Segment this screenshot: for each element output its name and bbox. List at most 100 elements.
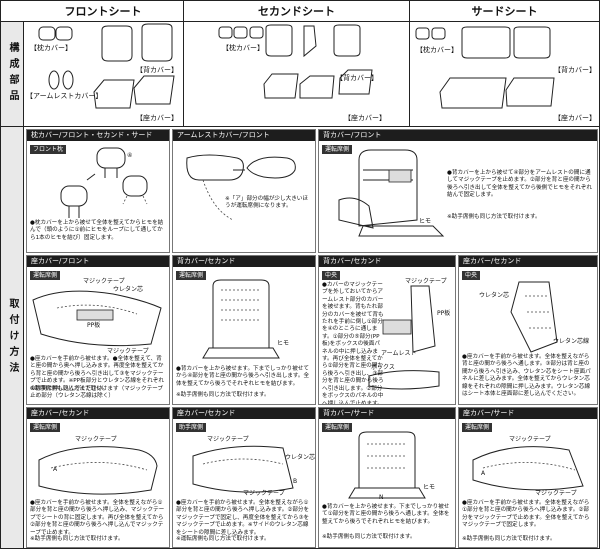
label-a: ④ bbox=[127, 152, 133, 159]
panel-armrest-cover: アームレストカバー/フロント ※「ア」部分の幅が少し大きいほうが運転席側になりま… bbox=[172, 129, 316, 253]
label-magic-tape-2: マジックテープ bbox=[535, 490, 577, 497]
second-headrest-label: 【枕カバー】 bbox=[222, 44, 264, 52]
panel-seat-cover-second-passenger: 座カバー/セカンド 助手席側 マジックテープ ウレタン芯 マジックテープ B ●… bbox=[172, 407, 316, 548]
label-magic-tape: マジックテープ bbox=[75, 436, 117, 443]
parts-third: 【枕カバー】 【背カバー】 【座カバー】 bbox=[410, 22, 599, 126]
panel-note-2: ※助手席側も同じ方法で取付けます。 bbox=[322, 534, 416, 540]
second-center-illustration bbox=[368, 285, 440, 390]
third-seat-illustration bbox=[472, 446, 584, 491]
label-magic-tape-2: マジックテープ bbox=[107, 348, 149, 355]
label-n: N bbox=[379, 494, 384, 501]
row-header-parts-text: 構成部品 bbox=[7, 42, 18, 106]
panel-note: ●枕カバーを上から被せて全体を整えてからヒモを結んで（頭のように①前にヒモをルー… bbox=[30, 220, 164, 241]
panel-tag: 運転席側 bbox=[30, 423, 61, 432]
parts-front: 【枕カバー】 【アームレストカバー】 【背カバー】 【座カバー】 bbox=[24, 22, 183, 126]
panel-back-cover-second: 背カバー/セカンド 運転席側 ヒモ ●背カバーを上から被せます。下までしっかり被… bbox=[172, 255, 316, 405]
panel-note: ●背カバーを上から被せます。下までしっかり被せてから④部分を背と座の間から後ろへ… bbox=[176, 366, 310, 387]
panel-title: 背カバー/フロント bbox=[319, 130, 597, 141]
label-hime: ヒモ bbox=[419, 218, 432, 225]
label-a: A bbox=[53, 466, 58, 473]
panel-note-2: ※運転席側も同じ方法で取付けます。 bbox=[176, 536, 270, 542]
second-passenger-seat-illustration bbox=[192, 445, 294, 493]
panel-tag: フロント枕 bbox=[30, 145, 67, 154]
panel-tag: 助手席側 bbox=[176, 423, 207, 432]
panel-seat-cover-second-center: 座カバー/セカンド 中央 ウレタン芯 ウレタン芯線 ●座カバーを手前から被せます… bbox=[458, 255, 598, 405]
panel-title: 座カバー/サード bbox=[459, 408, 597, 419]
third-back-label: 【背カバー】 bbox=[554, 66, 596, 74]
front-seat-illustration bbox=[32, 290, 162, 347]
panel-title: 座カバー/フロント bbox=[27, 256, 169, 267]
front-headrest-label: 【枕カバー】 bbox=[30, 44, 72, 52]
row-header-parts: 構成部品 bbox=[1, 22, 24, 126]
label-urethane: ウレタン芯 bbox=[113, 286, 144, 293]
label-pp: PP板 bbox=[437, 310, 451, 317]
panel-tag: 運転席側 bbox=[30, 271, 61, 280]
label-a: A bbox=[481, 470, 486, 477]
panel-tag: 中央 bbox=[322, 271, 341, 280]
panel-back-cover-second-center: 背カバー/セカンド 中央 マジックテープ PP板 アームレスト ボックス ●カバ… bbox=[318, 255, 456, 405]
third-seat-label: 【座カバー】 bbox=[554, 114, 596, 122]
panel-note-2: ※助手席側も同じ方法で取付けます。 bbox=[176, 392, 270, 398]
panel-note: ●座カバーを手前から被せます。全体を整えながら①部分を背と座の間から後ろへ押し込… bbox=[30, 500, 165, 536]
panel-title: 背カバー/セカンド bbox=[319, 256, 455, 267]
panel-tag: 運転席側 bbox=[322, 145, 353, 154]
panel-title: 座カバー/セカンド bbox=[459, 256, 597, 267]
second-seat-label: 【座カバー】 bbox=[344, 114, 386, 122]
panel-seat-cover-third: 座カバー/サード 運転席側 マジックテープ マジックテープ A ●座カバーを手前… bbox=[458, 407, 598, 548]
panel-note-2: ※助手席側も同じ方法で取付けます。 bbox=[30, 536, 124, 542]
label-box: ボックス bbox=[371, 364, 395, 371]
panel-title: 背カバー/セカンド bbox=[173, 256, 315, 267]
label-urethane: ウレタン芯 bbox=[479, 292, 510, 299]
label-urethane-wire: ウレタン芯線 bbox=[553, 338, 590, 345]
second-back-illustration bbox=[202, 279, 280, 359]
third-headrest-label: 【枕カバー】 bbox=[416, 46, 458, 54]
panel-tag: 運転席側 bbox=[462, 423, 493, 432]
label-armrest: アームレスト bbox=[381, 350, 417, 357]
front-back-illustration bbox=[338, 149, 445, 237]
panel-note: ●座カバーを手前から被せます。●全体を整えて、背と座の間から奥へ押し込みます。再… bbox=[30, 356, 164, 392]
panel-title: 枕カバー/フロント・セカンド・サード bbox=[27, 130, 169, 141]
panel-title: 座カバー/セカンド bbox=[173, 408, 315, 419]
panel-note-2: ※助手席側も同じ方法で取付けます。 bbox=[447, 214, 541, 220]
panel-seat-cover-front: 座カバー/フロント 運転席側 マジックテープ ウレタン芯 PP板 マジックテープ… bbox=[26, 255, 170, 405]
parts-second: 【枕カバー】 【背カバー】 【座カバー】 bbox=[184, 22, 409, 126]
panel-tag: 中央 bbox=[462, 271, 481, 280]
panel-title: 座カバー/セカンド bbox=[27, 408, 169, 419]
panel-back-cover-third: 背カバー/サード 運転席側 N ヒモ ●背カバーを上から被せます。下までしっかり… bbox=[318, 407, 456, 548]
label-magic-tape-2: マジックテープ bbox=[243, 490, 285, 497]
front-armrest-label: 【アームレストカバー】 bbox=[26, 92, 103, 100]
panel-note: ●座カバーを手前から被せます。全体を整えながら①部分を背と座の間から後ろへ押し込… bbox=[176, 500, 310, 536]
row-header-install-text: 取付け方法 bbox=[7, 297, 18, 378]
header-third: サードシート bbox=[410, 1, 599, 21]
panel-title: 背カバー/サード bbox=[319, 408, 455, 419]
label-magic-tape: マジックテープ bbox=[207, 436, 249, 443]
panel-note: ●座カバーを手前から被せます。全体を整えながら背と座の間から後ろへ通します。③部… bbox=[462, 354, 591, 398]
panel-headrest-cover: 枕カバー/フロント・セカンド・サード フロント枕 ④ ●枕カバーを上から被せて全… bbox=[26, 129, 170, 253]
front-back-label: 【背カバー】 bbox=[136, 66, 178, 74]
label-magic-tape: マジックテープ bbox=[83, 278, 125, 285]
armrest-illustration bbox=[186, 154, 296, 221]
label-magic-tape: マジックテープ bbox=[405, 278, 447, 285]
second-parts-illustration bbox=[218, 24, 373, 99]
panel-note: ●座カバーを手前から被せます。全体を整えながら①部分を背と座の間から後ろへ押し込… bbox=[462, 500, 590, 529]
second-back-label: 【背カバー】 bbox=[336, 74, 378, 82]
second-center-seat-illustration bbox=[510, 281, 558, 353]
panel-note: ※「ア」部分の幅が少し大きいほうが運転席側になります。 bbox=[225, 196, 308, 210]
third-back-illustration bbox=[348, 431, 426, 499]
panel-note: ●背カバーを上から被せます。下までしっかり被せて①部分を背と座の間から後ろへ通し… bbox=[322, 504, 450, 525]
panel-note: ●背カバーを上から被せて④部分をアームレストの間に通してマジックテープを止めます… bbox=[447, 170, 592, 199]
panel-title: アームレストカバー/フロント bbox=[173, 130, 315, 141]
panel-note-2: ※助手席側も同じ方法で取付けます（マジックテープ止め部分（ウレタン芯線は除く） bbox=[30, 386, 164, 400]
label-b: B bbox=[293, 478, 298, 485]
label-urethane: ウレタン芯 bbox=[285, 454, 316, 461]
panel-back-cover-front: 背カバー/フロント 運転席側 ヒモ ●背カバーを上から被せて④部分をアームレスト… bbox=[318, 129, 598, 253]
panel-tag: 運転席側 bbox=[176, 271, 207, 280]
label-pp: PP板 bbox=[87, 322, 101, 329]
panel-seat-cover-second-driver: 座カバー/セカンド 運転席側 マジックテープ A ●座カバーを手前から被せます。… bbox=[26, 407, 170, 548]
header-front: フロントシート bbox=[23, 1, 184, 21]
front-seat-label: 【座カバー】 bbox=[136, 114, 178, 122]
header-second: セカンドシート bbox=[184, 1, 410, 21]
panel-note-2: ※助手席側も同じ方法で取付けます。 bbox=[462, 536, 556, 542]
label-hime: ヒモ bbox=[277, 340, 290, 347]
